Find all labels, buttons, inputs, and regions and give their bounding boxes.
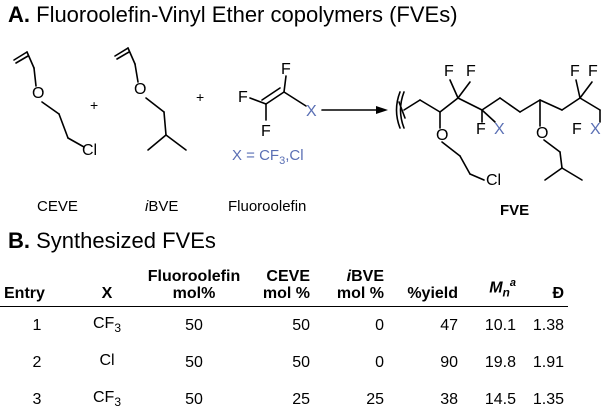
label-ibve: iBVE (145, 198, 179, 215)
cell-x: Cl (99, 352, 115, 370)
x-definition: X = CF3,Cl (232, 147, 304, 167)
cell-dispersity: 1.38 (532, 316, 564, 334)
fve-f-3: F (476, 121, 486, 138)
ibve-oxygen: O (134, 81, 146, 98)
fluoroolefin-f-top: F (281, 61, 291, 78)
cell-entry: 1 (32, 316, 42, 334)
fve-f-2: F (466, 63, 476, 80)
cell-ibve: 0 (375, 353, 384, 371)
fluoroolefin-f-left: F (238, 89, 248, 106)
table-row: 1 CF3 50 50 0 47 10.1 1.38 (0, 307, 568, 345)
section-a-letter: A. (8, 2, 30, 27)
cell-x: CF3 (92, 389, 121, 410)
fve-oxygen-1: O (436, 127, 448, 144)
fve-x-1: X (494, 121, 505, 138)
plus-sign-2: + (196, 89, 204, 105)
cell-ceve: 50 (292, 316, 310, 334)
cell-yield: 47 (440, 316, 458, 334)
fluoroolefin-x: X (306, 103, 317, 120)
plus-sign-1: + (90, 97, 98, 113)
cell-mn: 10.1 (484, 316, 516, 334)
cell-mn: 14.5 (484, 390, 516, 408)
table-row: 2 Cl 50 50 0 90 19.8 1.91 (0, 344, 568, 381)
cell-ibve: 0 (375, 316, 384, 334)
header-dispersity: Đ (520, 268, 568, 307)
header-yield: %yield (388, 268, 462, 307)
header-x: X (74, 268, 140, 307)
header-entry: Entry (0, 268, 74, 307)
ibve-structure (114, 47, 187, 151)
cell-fluoroolefin: 50 (185, 316, 203, 334)
cell-x: CF3 (92, 315, 121, 336)
fluoroolefin-f-bottom: F (261, 123, 271, 140)
section-b-title: Synthesized FVEs (36, 228, 216, 253)
fve-f-1: F (444, 63, 454, 80)
section-a-title: Fluoroolefin-Vinyl Ether copolymers (FVE… (36, 2, 458, 27)
fve-f-5: F (588, 63, 598, 80)
table-row: 3 CF3 50 25 25 38 14.5 1.35 (0, 381, 568, 418)
section-a-heading: A. Fluoroolefin-Vinyl Ether copolymers (… (8, 2, 458, 28)
arrow-head (376, 106, 388, 114)
section-b-heading: B. Synthesized FVEs (8, 228, 216, 254)
fve-f-4: F (570, 63, 580, 80)
ceve-oxygen: O (32, 85, 44, 102)
label-fve: FVE (500, 202, 530, 219)
cell-ceve: 50 (292, 353, 310, 371)
cell-dispersity: 1.35 (532, 390, 564, 408)
cell-yield: 38 (440, 390, 458, 408)
cell-ibve: 25 (366, 390, 384, 408)
cell-entry: 3 (32, 390, 42, 408)
fve-oxygen-2: O (536, 125, 548, 142)
fve-structure (395, 79, 601, 181)
cell-fluoroolefin: 50 (185, 390, 203, 408)
label-fluoroolefin: Fluoroolefin (228, 198, 307, 215)
cell-dispersity: 1.91 (532, 353, 564, 371)
cell-ceve: 25 (292, 390, 310, 408)
label-ceve: CEVE (37, 198, 78, 215)
section-b-letter: B. (8, 228, 30, 253)
cell-fluoroolefin: 50 (185, 353, 203, 371)
fve-f-6: F (572, 121, 582, 138)
ceve-structure (13, 51, 85, 148)
cell-yield: 90 (440, 353, 458, 371)
reaction-scheme: O Cl + O + F F F X O Cl O F F F X F F F … (13, 47, 601, 189)
ceve-chlorine: Cl (82, 142, 97, 159)
fve-chlorine: Cl (486, 172, 501, 189)
fve-x-2: X (590, 121, 601, 138)
cell-mn: 19.8 (484, 353, 516, 371)
fluoroolefin-structure (249, 75, 307, 121)
header-mn: Mna (462, 268, 520, 307)
cell-entry: 2 (32, 353, 42, 371)
